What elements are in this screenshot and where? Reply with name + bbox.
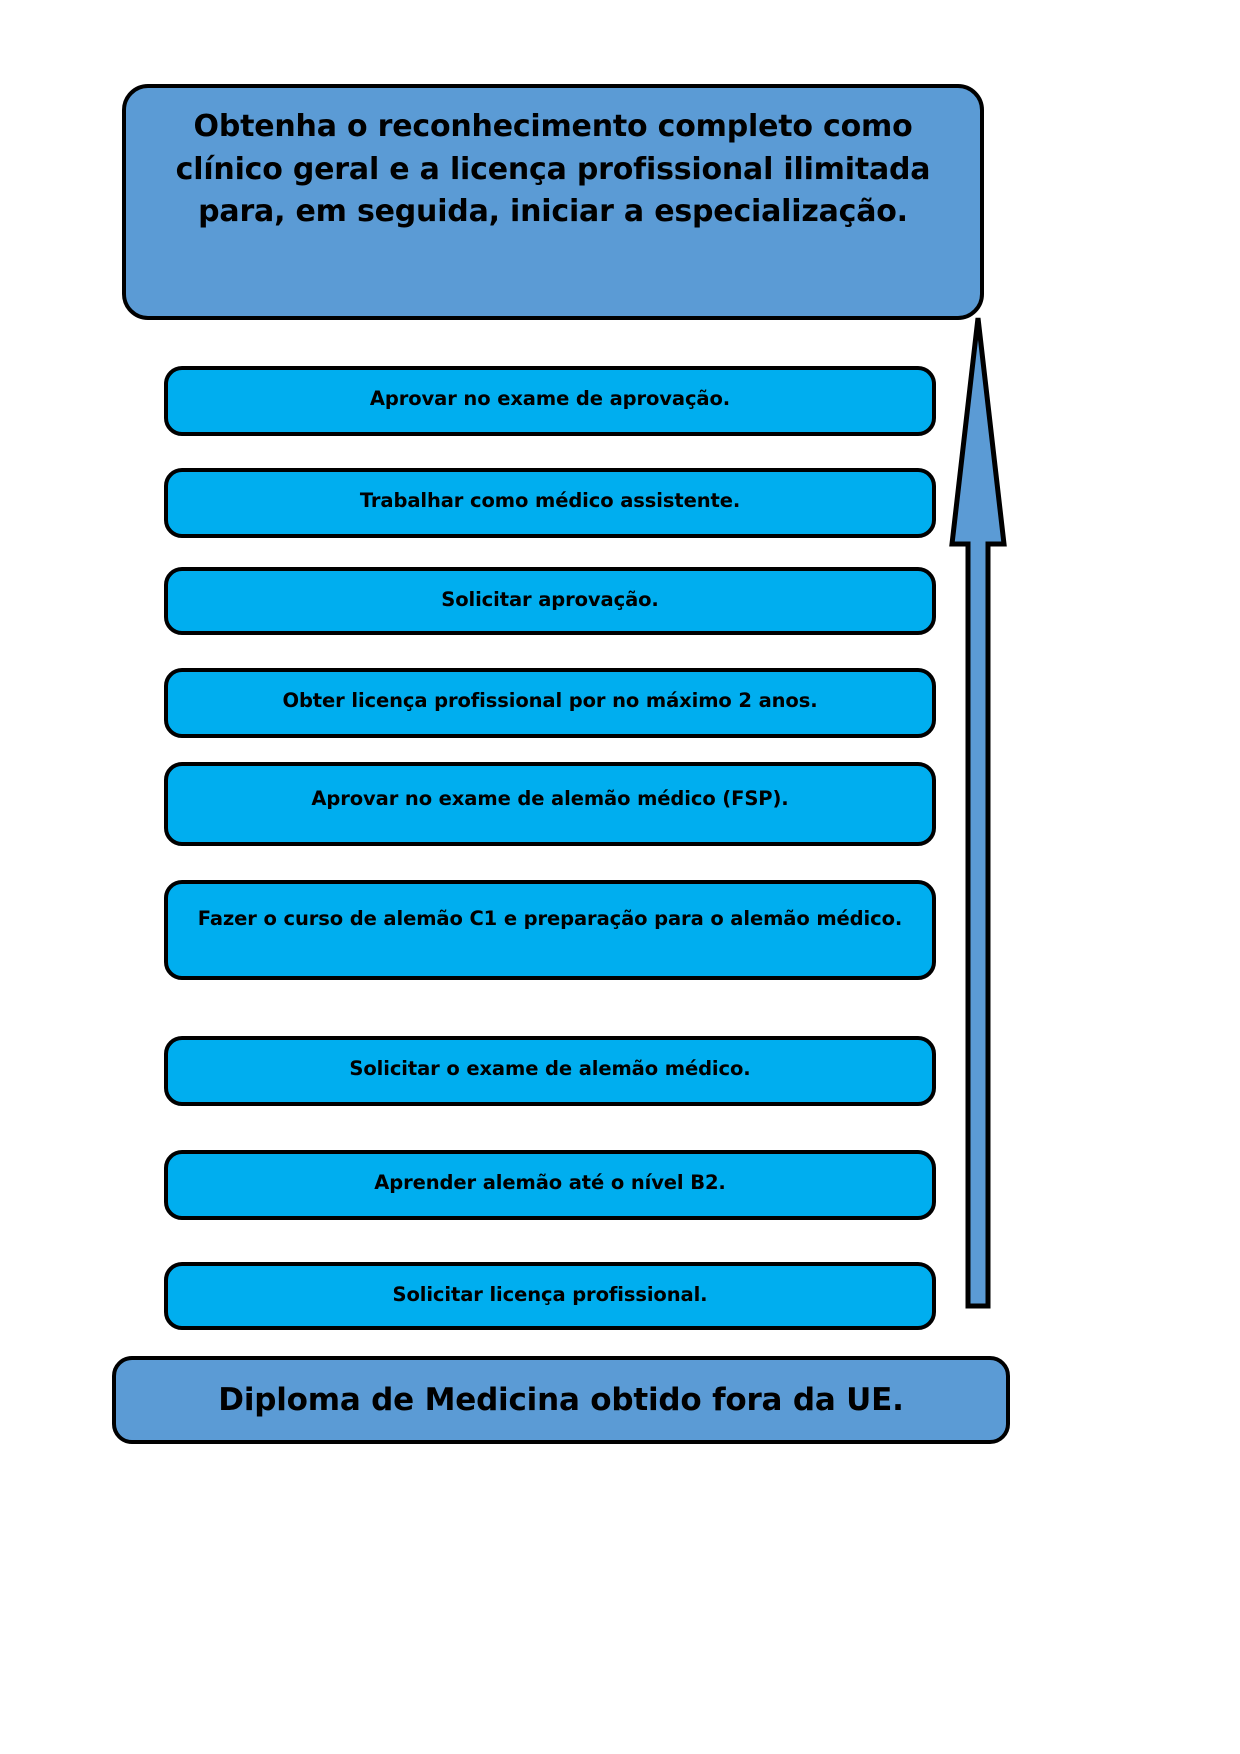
start-banner-label: Diploma de Medicina obtido fora da UE. <box>218 1382 904 1418</box>
step-box-3: Solicitar aprovação. <box>164 567 936 635</box>
step-box-9: Solicitar licença profissional. <box>164 1262 936 1330</box>
step-box-4-label: Obter licença profissional por no máximo… <box>282 689 818 712</box>
step-box-8-label: Aprender alemão até o nível B2. <box>374 1171 726 1194</box>
step-box-7-label: Solicitar o exame de alemão médico. <box>349 1057 751 1080</box>
goal-box-label: Obtenha o reconhecimento completo como c… <box>175 109 931 230</box>
step-box-7: Solicitar o exame de alemão médico. <box>164 1036 936 1106</box>
step-box-2-label: Trabalhar como médico assistente. <box>359 489 741 512</box>
progress-arrow-up-icon <box>948 312 1008 1312</box>
step-box-6: Fazer o curso de alemão C1 e preparação … <box>164 880 936 980</box>
step-box-9-label: Solicitar licença profissional. <box>392 1283 708 1306</box>
step-box-5-label: Aprovar no exame de alemão médico (FSP). <box>311 787 789 810</box>
step-box-8: Aprender alemão até o nível B2. <box>164 1150 936 1220</box>
step-box-4: Obter licença profissional por no máximo… <box>164 668 936 738</box>
step-box-3-label: Solicitar aprovação. <box>441 588 659 611</box>
step-box-6-label: Fazer o curso de alemão C1 e preparação … <box>197 907 903 930</box>
goal-box: Obtenha o reconhecimento completo como c… <box>122 84 984 320</box>
step-box-2: Trabalhar como médico assistente. <box>164 468 936 538</box>
start-banner: Diploma de Medicina obtido fora da UE. <box>112 1356 1010 1444</box>
step-box-5: Aprovar no exame de alemão médico (FSP). <box>164 762 936 846</box>
step-box-1: Aprovar no exame de aprovação. <box>164 366 936 436</box>
step-box-1-label: Aprovar no exame de aprovação. <box>369 387 731 410</box>
